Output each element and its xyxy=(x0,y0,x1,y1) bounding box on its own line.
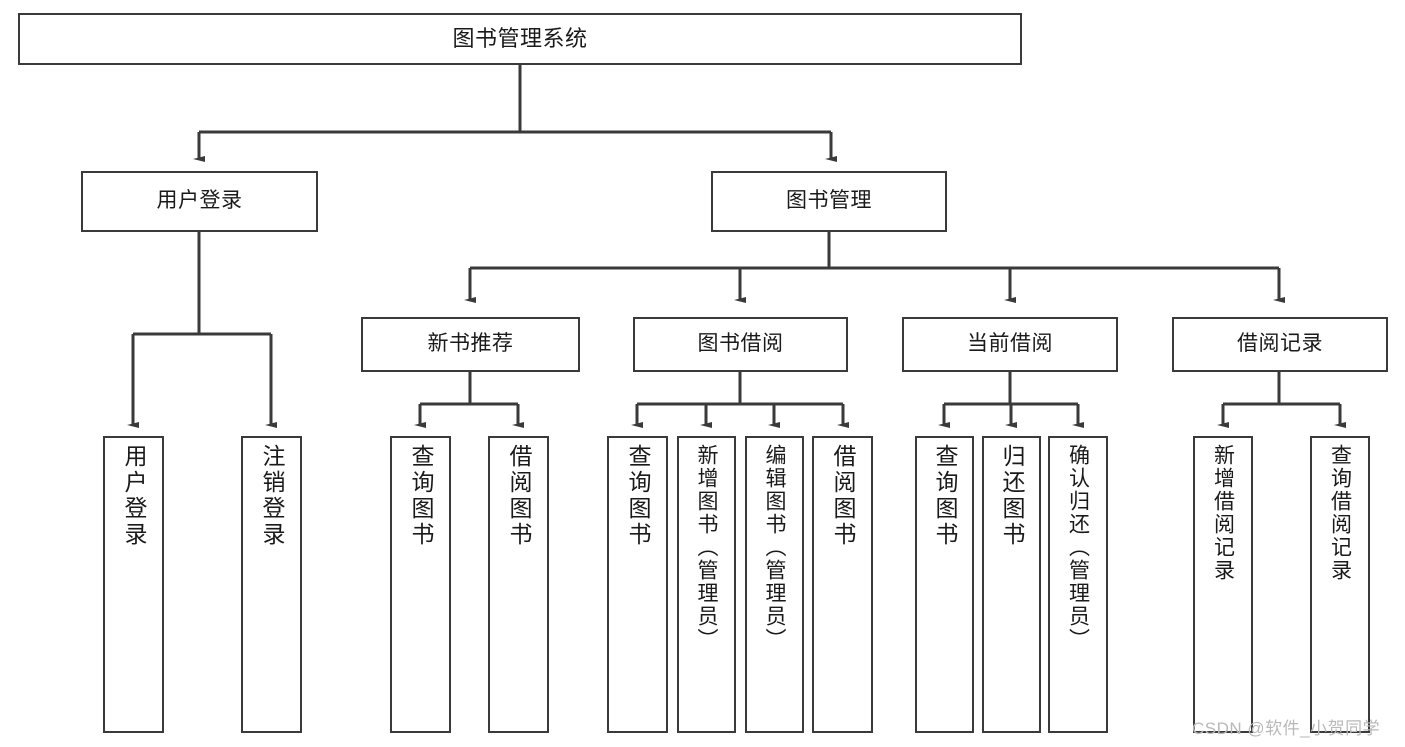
node-leaf-borrow-book-2[interactable]: 借阅图书 xyxy=(812,436,873,733)
node-new-book-recommend[interactable]: 新书推荐 xyxy=(361,317,580,372)
node-label: 注销登录 xyxy=(259,444,285,548)
node-label: 查询图书 xyxy=(408,444,434,548)
node-label: 确认归还（管理员） xyxy=(1066,444,1090,651)
node-label: 用户登录 xyxy=(156,189,243,213)
node-label: 编辑图书（管理员） xyxy=(763,444,786,651)
node-label: 借阅图书 xyxy=(830,444,856,548)
node-current-borrow[interactable]: 当前借阅 xyxy=(902,317,1118,372)
node-leaf-add-borrow-record[interactable]: 新增借阅记录 xyxy=(1193,436,1253,733)
node-leaf-edit-book-admin[interactable]: 编辑图书（管理员） xyxy=(745,436,804,733)
node-label: 图书管理 xyxy=(786,189,872,213)
node-label: 借阅图书 xyxy=(506,444,532,548)
node-leaf-borrow-book-1[interactable]: 借阅图书 xyxy=(488,436,549,733)
node-label: 当前借阅 xyxy=(967,332,1053,356)
node-label: 图书管理系统 xyxy=(452,26,588,52)
node-root-system[interactable]: 图书管理系统 xyxy=(18,13,1022,65)
node-label: 新增借阅记录 xyxy=(1211,444,1235,582)
node-leaf-query-book-2[interactable]: 查询图书 xyxy=(607,436,668,733)
node-label: 借阅记录 xyxy=(1237,332,1323,356)
node-leaf-add-book-admin[interactable]: 新增图书（管理员） xyxy=(677,436,736,733)
node-leaf-confirm-return-admin[interactable]: 确认归还（管理员） xyxy=(1048,436,1108,733)
node-leaf-user-login[interactable]: 用户登录 xyxy=(103,436,164,733)
node-label: 查询图书 xyxy=(625,444,651,548)
node-leaf-query-book-3[interactable]: 查询图书 xyxy=(915,436,974,733)
node-label: 图书借阅 xyxy=(697,332,784,356)
node-label: 用户登录 xyxy=(121,444,147,548)
node-label: 查询借阅记录 xyxy=(1328,444,1352,582)
watermark-text: CSDN @软件_小贺同学 xyxy=(1192,719,1381,738)
node-book-borrow[interactable]: 图书借阅 xyxy=(633,317,848,372)
node-leaf-return-book[interactable]: 归还图书 xyxy=(982,436,1041,733)
node-leaf-query-book-1[interactable]: 查询图书 xyxy=(390,436,451,733)
node-book-manage[interactable]: 图书管理 xyxy=(711,171,947,232)
node-leaf-logout-login[interactable]: 注销登录 xyxy=(241,436,302,733)
node-label: 归还图书 xyxy=(999,444,1025,548)
node-label: 新增图书（管理员） xyxy=(695,444,718,651)
node-label: 查询图书 xyxy=(932,444,958,548)
node-borrow-record[interactable]: 借阅记录 xyxy=(1172,317,1388,372)
node-user-login[interactable]: 用户登录 xyxy=(81,171,318,232)
node-leaf-query-borrow-record[interactable]: 查询借阅记录 xyxy=(1310,436,1370,733)
node-label: 新书推荐 xyxy=(427,332,514,356)
